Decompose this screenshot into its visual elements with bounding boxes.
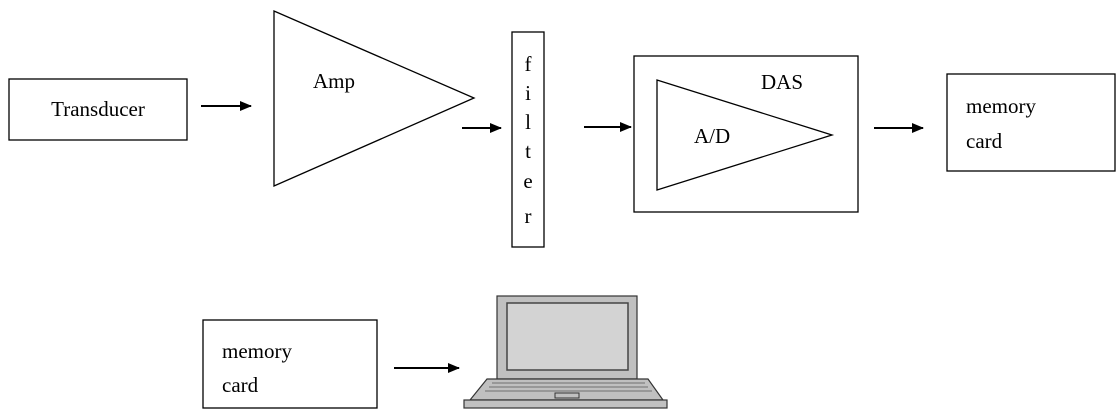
- laptop-screen: [506, 302, 629, 371]
- laptop-front-edge: [463, 399, 668, 409]
- transducer-block: Transducer: [8, 78, 188, 141]
- filter-letter: f: [525, 52, 532, 76]
- transducer-label: Transducer: [51, 97, 145, 121]
- laptop-keys: [485, 382, 652, 392]
- laptop-trackpad: [554, 392, 580, 399]
- amplifier-label: Amp: [313, 69, 355, 93]
- memory-card-bottom-line1: memory: [222, 339, 292, 363]
- memory-card-top-block: memory card: [946, 73, 1116, 172]
- filter-letter: e: [523, 169, 532, 193]
- filter-block: f i l t e r: [511, 31, 545, 248]
- filter-letter: l: [525, 110, 531, 134]
- das-block: DAS A/D: [633, 55, 859, 213]
- filter-letter: t: [525, 139, 531, 163]
- memory-card-top-line2: card: [966, 129, 1003, 153]
- memory-card-top-line1: memory: [966, 94, 1036, 118]
- laptop-icon: [463, 295, 668, 409]
- das-label: DAS: [761, 70, 803, 94]
- filter-letter: i: [525, 81, 531, 105]
- ad-converter-triangle: [656, 79, 835, 191]
- filter-letter: r: [525, 204, 532, 228]
- amplifier-block: Amp: [273, 10, 476, 187]
- memory-card-bottom-line2: card: [222, 373, 259, 397]
- memory-card-bottom-block: memory card: [202, 319, 378, 409]
- ad-converter-label: A/D: [694, 124, 730, 148]
